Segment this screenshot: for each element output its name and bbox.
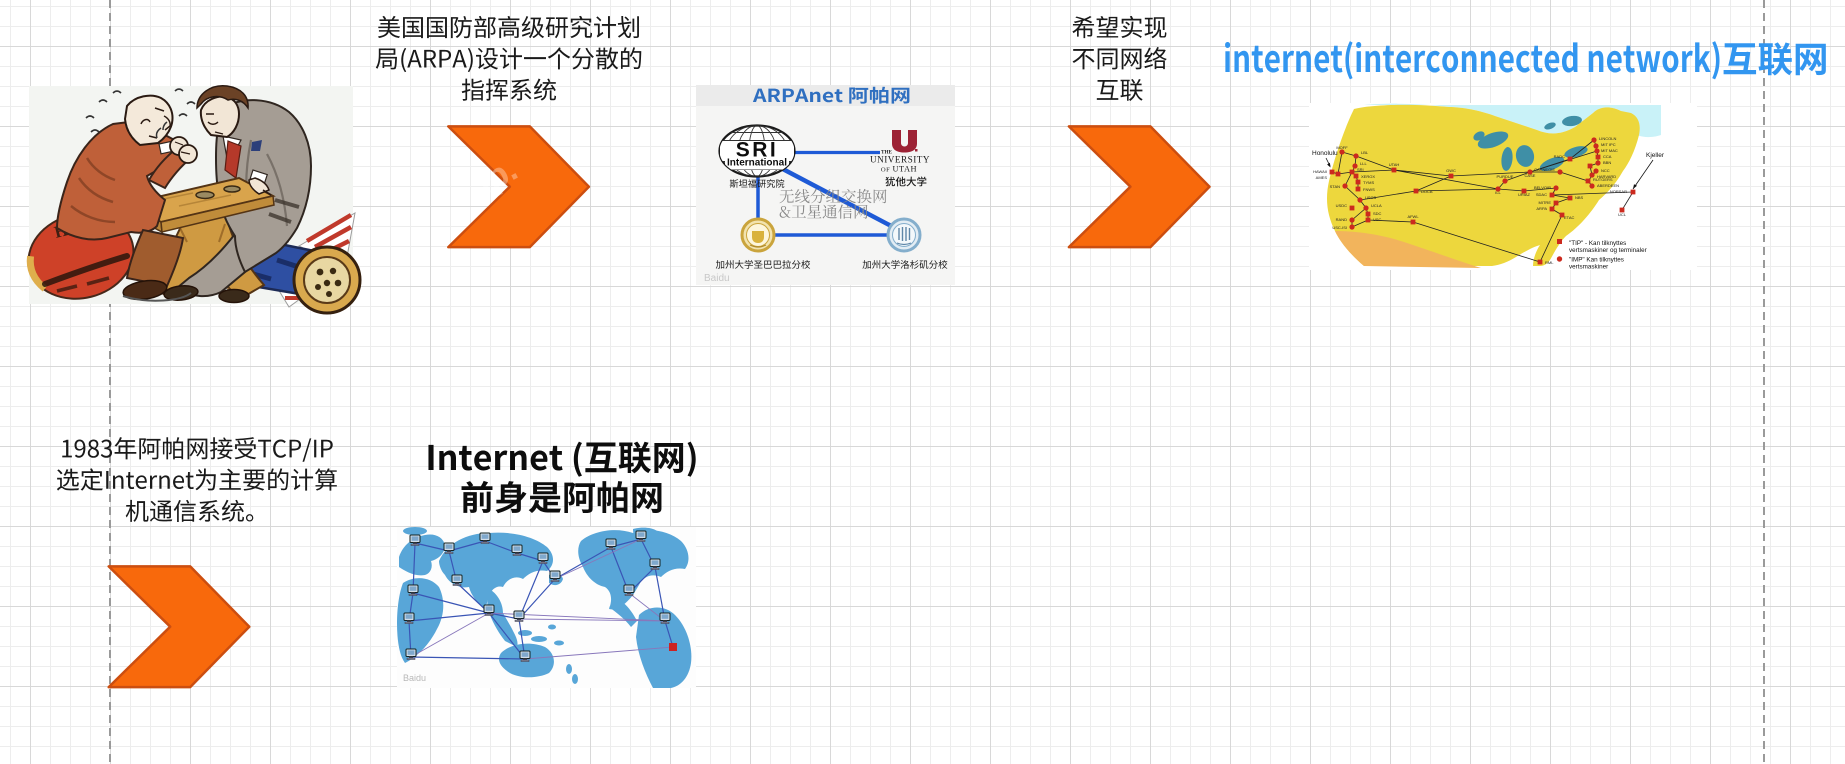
svg-text:"TIP" - Kan tilknyttes: "TIP" - Kan tilknyttes: [1569, 240, 1626, 247]
svg-text:LINCOLN: LINCOLN: [1599, 136, 1616, 141]
svg-text:URIAZ: URIAZ: [1518, 192, 1531, 197]
svg-text:ABERDEEN: ABERDEEN: [1597, 183, 1619, 188]
svg-text:International: International: [727, 158, 787, 169]
svg-text:USCB: USCB: [1365, 195, 1376, 200]
svg-text:STAN: STAN: [1330, 184, 1340, 189]
svg-text:ILL: ILL: [1495, 190, 1501, 195]
svg-text:"IMP" Kan tilknyttes: "IMP" Kan tilknyttes: [1569, 257, 1624, 264]
svg-text:NORSAR: NORSAR: [1610, 189, 1627, 194]
svg-text:RUTGERS: RUTGERS: [1593, 177, 1613, 182]
svg-text:CCA: CCA: [1603, 154, 1612, 159]
svg-text:RML: RML: [1545, 260, 1554, 265]
svg-text:AMES: AMES: [1316, 175, 1328, 180]
svg-text:Kjeller: Kjeller: [1646, 152, 1665, 159]
svg-text:RADC: RADC: [1554, 154, 1565, 159]
svg-text:Baidu: Baidu: [403, 673, 426, 683]
svg-text:NCC: NCC: [1601, 168, 1610, 173]
svg-text:HARVARD: HARVARD: [1597, 174, 1616, 179]
svg-text:UCL: UCL: [1618, 212, 1627, 217]
svg-text:ARPA: ARPA: [1536, 206, 1547, 211]
svg-text:DOCB: DOCB: [1421, 189, 1433, 194]
svg-text:NBS: NBS: [1575, 195, 1584, 200]
svg-text:OF UTAH: OF UTAH: [881, 165, 917, 174]
svg-text:AFWL: AFWL: [1407, 214, 1419, 219]
svg-text:SDAC: SDAC: [1536, 192, 1547, 197]
svg-text:PURDUE: PURDUE: [1497, 174, 1514, 179]
svg-text:MIT MAC: MIT MAC: [1601, 148, 1618, 153]
svg-text:SRI: SRI: [1357, 167, 1364, 172]
svg-text:SDC: SDC: [1373, 211, 1382, 216]
svg-text:MOFF: MOFF: [1336, 145, 1348, 150]
svg-text:UCLA: UCLA: [1371, 203, 1382, 208]
svg-text:BELVOIR: BELVOIR: [1534, 185, 1551, 190]
svg-text:ETAC: ETAC: [1564, 215, 1574, 220]
svg-text:Baidu: Baidu: [704, 273, 730, 284]
svg-text:UTAH: UTAH: [1389, 162, 1400, 167]
svg-text:XEROX: XEROX: [1361, 174, 1375, 179]
svg-text:USDC: USDC: [1336, 203, 1347, 208]
svg-text:UNIVERSITY: UNIVERSITY: [870, 155, 930, 165]
svg-text:HAWAII: HAWAII: [1313, 169, 1327, 174]
svg-text:USC: USC: [1373, 217, 1382, 222]
svg-text:FNWS: FNWS: [1363, 187, 1375, 192]
svg-text:CASE: CASE: [1525, 173, 1536, 178]
svg-text:BBN: BBN: [1603, 160, 1611, 165]
svg-text:USC-ISI: USC-ISI: [1332, 225, 1347, 230]
svg-text:Honolulu: Honolulu: [1312, 150, 1338, 157]
svg-text:LBL: LBL: [1361, 150, 1369, 155]
svg-text:vertsmaskiner og terminaler: vertsmaskiner og terminaler: [1569, 247, 1647, 254]
svg-text:GWC: GWC: [1446, 168, 1456, 173]
svg-text:TYMS: TYMS: [1363, 180, 1374, 185]
svg-text:MITRE: MITRE: [1539, 200, 1552, 205]
svg-text:THE: THE: [881, 150, 892, 156]
svg-text:MIT IPC: MIT IPC: [1601, 142, 1616, 147]
svg-text:LLL: LLL: [1360, 161, 1367, 166]
svg-text:vertsmaskiner: vertsmaskiner: [1569, 264, 1608, 271]
svg-text:CARNEGIE: CARNEGIE: [1534, 167, 1555, 172]
svg-text:SRI: SRI: [736, 139, 779, 162]
svg-text:RAND: RAND: [1336, 217, 1347, 222]
